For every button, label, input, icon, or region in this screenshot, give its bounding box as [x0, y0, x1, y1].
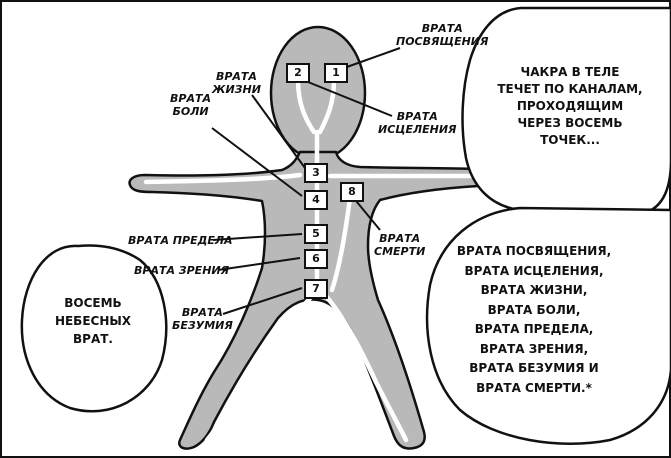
bubble-left-line-1: ВОСЕМЬ	[64, 296, 122, 310]
gate-label-2: ВРАТА ИСЦЕЛЕНИЯ	[378, 110, 457, 136]
gate-label-4-line-1: ВРАТА	[170, 92, 211, 105]
gate-box-5: 5	[304, 224, 328, 244]
gate-label-6: ВРАТА ЗРЕНИЯ	[134, 264, 229, 277]
gate-label-5: ВРАТА ПРЕДЕЛА	[128, 234, 233, 247]
gate-label-1-line-2: ПОСВЯЩЕНИЯ	[396, 35, 489, 48]
bubble-left-text: ВОСЕМЬ НЕБЕСНЫХ ВРАТ.	[38, 294, 148, 348]
gate-box-2: 2	[286, 63, 310, 83]
gate-box-3: 3	[304, 163, 328, 183]
bubble-bottom-right-line-3: ВРАТА ЖИЗНИ,	[480, 283, 588, 297]
gate-label-7-line-2: БЕЗУМИЯ	[172, 319, 233, 332]
gate-box-4: 4	[304, 190, 328, 210]
gate-label-2-line-2: ИСЦЕЛЕНИЯ	[378, 123, 457, 136]
gate-label-3-line-2: ЖИЗНИ	[212, 83, 261, 96]
leader-lines	[211, 47, 401, 315]
gate-label-5-line-1: ВРАТА ПРЕДЕЛА	[128, 234, 233, 247]
bubble-bottom-right-line-4: ВРАТА БОЛИ,	[487, 302, 581, 317]
gate-label-8: ВРАТА СМЕРТИ	[374, 232, 425, 258]
bubble-bottom-right-line-7: ВРАТА БЕЗУМИЯ И	[469, 361, 599, 375]
gate-label-1: ВРАТА ПОСВЯЩЕНИЯ	[396, 22, 488, 48]
gate-label-7: ВРАТА БЕЗУМИЯ	[172, 306, 233, 332]
bubble-top-right-line-5: ТОЧЕК...	[540, 133, 600, 147]
gate-label-6-line-1: ВРАТА ЗРЕНИЯ	[134, 264, 230, 277]
gate-label-8-line-1: ВРАТА	[379, 232, 421, 245]
gate-label-4-line-2: БОЛИ	[172, 105, 209, 118]
bubble-left-line-3: ВРАТ.	[73, 332, 113, 346]
gate-box-1: 1	[324, 63, 348, 83]
gate-label-8-line-2: СМЕРТИ	[374, 245, 426, 258]
gate-label-7-line-1: ВРАТА	[181, 306, 223, 319]
bubble-bottom-right-line-8: ВРАТА СМЕРТИ.*	[476, 380, 592, 395]
gate-label-3: ВРАТА ЖИЗНИ	[212, 70, 261, 96]
gate-box-7: 7	[304, 279, 328, 299]
bubble-bottom-right-line-5: ВРАТА ПРЕДЕЛА,	[474, 322, 594, 336]
bubble-top-right-line-3: ПРОХОДЯЩИМ	[516, 99, 624, 113]
bubble-top-right-line-4: ЧЕРЕЗ ВОСЕМЬ	[517, 116, 623, 130]
bubble-left-shape	[20, 244, 168, 413]
gate-label-2-line-1: ВРАТА	[396, 110, 438, 123]
bubble-bottom-right-line-1: ВРАТА ПОСВЯЩЕНИЯ,	[456, 244, 612, 258]
gate-box-6: 6	[304, 249, 328, 269]
bubble-top-right-line-2: ТЕЧЕТ ПО КАНАЛАМ,	[497, 82, 643, 96]
bubble-top-right-text: ЧАКРА В ТЕЛЕ ТЕЧЕТ ПО КАНАЛАМ, ПРОХОДЯЩИ…	[490, 64, 650, 149]
gate-label-3-line-1: ВРАТА	[215, 70, 257, 83]
bubble-bottom-right-shape	[425, 206, 671, 445]
bubble-bottom-right-text: ВРАТА ПОСВЯЩЕНИЯ, ВРАТА ИСЦЕЛЕНИЯ, ВРАТА…	[436, 242, 632, 398]
bubble-top-right-line-1: ЧАКРА В ТЕЛЕ	[520, 65, 620, 79]
bubble-left-line-2: НЕБЕСНЫХ	[54, 314, 132, 328]
gate-label-4: ВРАТА БОЛИ	[170, 92, 211, 118]
bubble-bottom-right-line-6: ВРАТА ЗРЕНИЯ,	[479, 341, 589, 356]
bubble-bottom-right-line-2: ВРАТА ИСЦЕЛЕНИЯ,	[464, 263, 604, 278]
gate-label-1-line-1: ВРАТА	[421, 22, 463, 35]
gate-box-8: 8	[340, 182, 364, 202]
